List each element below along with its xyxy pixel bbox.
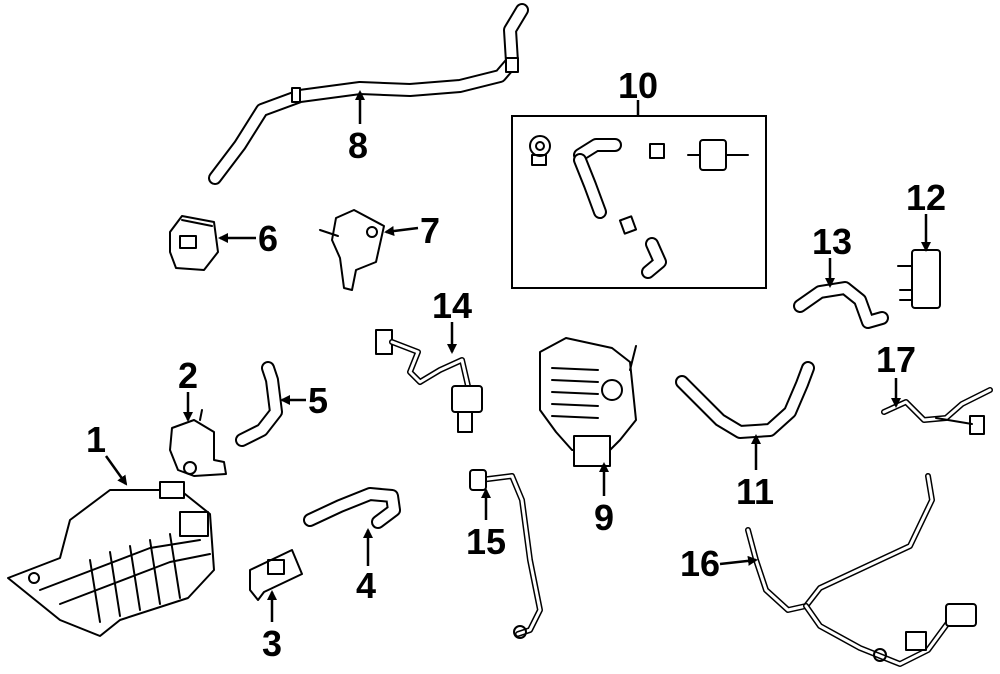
part-17-wiring-bracket[interactable] [881,387,993,435]
callout-17: 17 [876,339,916,408]
part-14-oxygen-sensor[interactable] [375,329,483,433]
part-15-sensor-tube[interactable] [469,469,543,639]
callout-7-label: 7 [420,210,440,251]
callout-4: 4 [356,528,376,606]
callout-7: 7 [384,210,440,251]
callout-6: 6 [218,218,278,259]
callout-4-label: 4 [356,565,376,606]
callout-13: 13 [812,221,852,288]
callout-10: 10 [618,65,658,116]
callout-10-label: 10 [618,65,658,106]
part-3-sensor[interactable] [249,549,303,601]
callout-11: 11 [736,434,774,512]
callout-17-label: 17 [876,339,916,380]
callout-9-label: 9 [594,497,614,538]
part-5-hose[interactable] [235,361,283,447]
callout-2: 2 [178,355,198,422]
callout-6-label: 6 [258,218,278,259]
callout-1: 1 [86,419,128,486]
kit-components[interactable] [529,135,749,279]
part-7-sensor-bracket[interactable] [319,209,385,291]
callout-16: 16 [680,543,758,584]
part-1-canister[interactable] [7,481,215,637]
callout-13-label: 13 [812,221,852,262]
callout-8: 8 [348,90,368,166]
part-12-vent-valve[interactable] [897,249,941,309]
part-2-purge-valve[interactable] [169,409,227,477]
part-16-sensor-harness[interactable] [745,473,977,667]
part-11-hose[interactable] [675,361,815,439]
callout-16-label: 16 [680,543,720,584]
part-6-bracket[interactable] [169,215,219,271]
part-13-hose[interactable] [793,281,889,329]
callout-11-label: 11 [736,471,774,512]
part-4-hose[interactable] [303,487,401,529]
callout-5-label: 5 [308,380,328,421]
callout-9: 9 [594,462,614,538]
callout-14: 14 [432,285,472,354]
callout-14-label: 14 [432,285,472,326]
callout-15-label: 15 [466,521,506,562]
callout-12-label: 12 [906,177,946,218]
callout-1-label: 1 [86,419,106,460]
callout-15: 15 [466,488,506,562]
callout-12: 12 [906,177,946,252]
callout-3-label: 3 [262,623,282,664]
callout-3: 3 [262,590,282,664]
part-8-vapor-hose[interactable] [208,3,529,185]
callout-8-label: 8 [348,125,368,166]
callout-5: 5 [280,380,328,421]
callout-2-label: 2 [178,355,198,396]
part-9-module[interactable] [539,337,637,467]
